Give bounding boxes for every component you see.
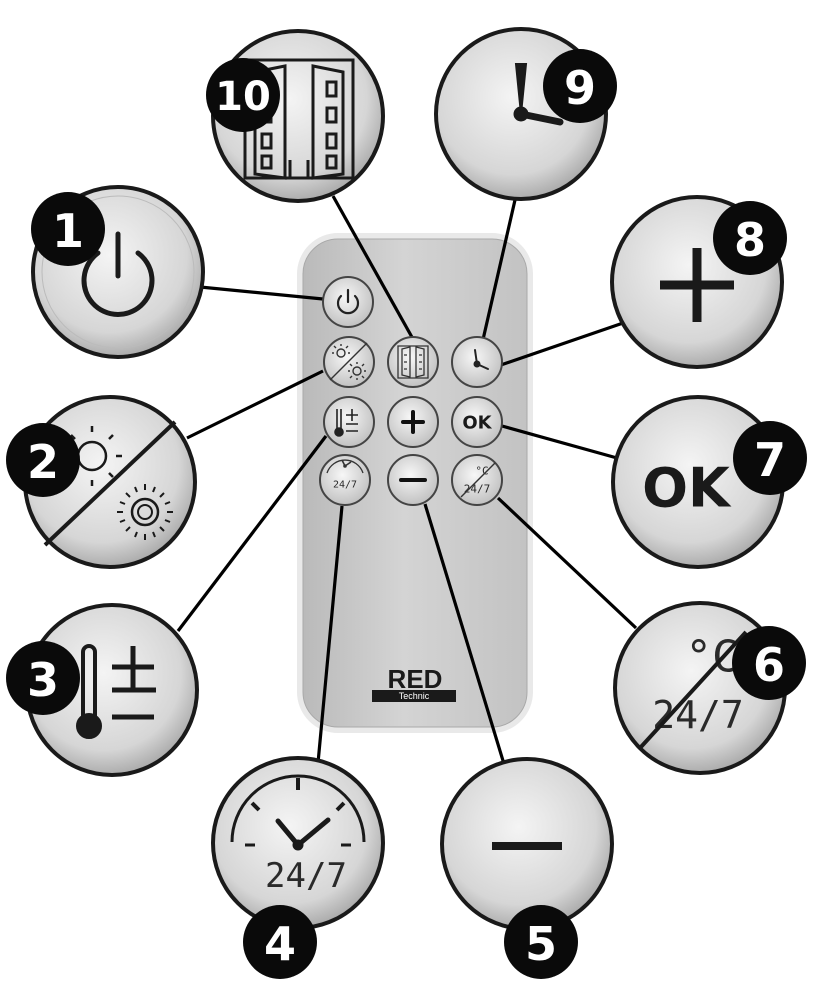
timer-large-label: 24/7	[265, 856, 347, 896]
leader-line-5	[423, 503, 506, 765]
plus-icon	[401, 410, 425, 434]
power-icon	[336, 288, 360, 315]
badge-2: 2	[6, 423, 80, 497]
celsius-large-label: °C	[686, 632, 739, 683]
badge-2-label: 2	[27, 435, 59, 489]
callout-minus	[440, 757, 614, 931]
remote-day-night-button[interactable]	[323, 336, 375, 388]
badge-1: 1	[31, 192, 105, 266]
remote-clock-button[interactable]	[451, 336, 503, 388]
thermometer-large-icon	[76, 644, 156, 739]
ok-large-icon: OK	[642, 457, 732, 520]
number-badges: 1 2 3 4 5 6 7 8	[6, 49, 807, 979]
badge-6: 6	[732, 626, 806, 700]
remote-power-button[interactable]	[322, 276, 374, 328]
badge-7: 7	[733, 421, 807, 495]
timer-large-icon: 24/7	[230, 774, 366, 896]
clock-large-icon	[513, 63, 564, 126]
timer-label: 24/7	[333, 480, 357, 491]
celsius-timer-large-icon: °C 24/7	[638, 630, 748, 750]
badge-10-label: 10	[215, 74, 271, 120]
badge-8-label: 8	[734, 213, 766, 267]
day-night-icon	[329, 342, 368, 381]
remote-ok-button[interactable]: OK	[451, 396, 503, 448]
leader-line-1	[199, 285, 324, 301]
badge-7-label: 7	[754, 433, 786, 487]
badge-4: 4	[243, 905, 317, 979]
callout-timer: 24/7	[211, 756, 385, 930]
plus-large-icon	[660, 248, 734, 322]
badge-5-label: 5	[525, 917, 557, 971]
open-window-icon	[397, 345, 429, 379]
leader-line-3	[176, 435, 328, 632]
day-night-large-icon	[43, 420, 177, 547]
remote-minus-button[interactable]	[387, 454, 439, 506]
brand-logo: RED Technic	[372, 664, 456, 702]
leader-line-8	[491, 320, 627, 370]
leader-line-9	[480, 199, 517, 345]
badge-3: 3	[6, 641, 80, 715]
timer-24-7-icon: 24/7	[326, 459, 364, 491]
ok-icon: OK	[462, 413, 492, 434]
leader-line-2	[186, 369, 324, 440]
badge-9: 9	[543, 49, 617, 123]
brand-sub: Technic	[399, 691, 430, 701]
badge-5: 5	[504, 905, 578, 979]
leader-lines	[176, 195, 638, 765]
badge-4-label: 4	[264, 917, 296, 971]
thermometer-plus-minus-icon	[334, 409, 358, 437]
brand-name: RED	[388, 664, 443, 694]
celsius-timer-label: 24/7	[464, 483, 491, 496]
leader-line-4	[316, 505, 344, 764]
badge-3-label: 3	[27, 653, 59, 707]
power-large-icon	[81, 231, 155, 317]
badge-9-label: 9	[564, 61, 596, 115]
remote-plus-button[interactable]	[387, 396, 439, 448]
remote-temperature-button[interactable]	[323, 396, 375, 448]
badge-1-label: 1	[52, 204, 84, 258]
celsius-timer-large-label: 24/7	[652, 693, 744, 737]
badge-6-label: 6	[753, 638, 785, 692]
badge-10: 10	[206, 58, 280, 132]
badge-8: 8	[713, 201, 787, 275]
leader-line-6	[496, 496, 638, 630]
open-window-large-icon	[243, 58, 355, 180]
callout-temperature	[25, 603, 199, 777]
remote-timer-button[interactable]: 24/7	[319, 454, 371, 506]
remote-open-window-button[interactable]	[387, 336, 439, 388]
leader-line-7	[501, 424, 618, 460]
remote-buttons: OK 24/7 °C 24/7	[319, 276, 503, 506]
leader-line-10	[331, 195, 415, 340]
celsius-24-7-icon: °C 24/7	[460, 462, 496, 498]
celsius-label: °C	[475, 465, 488, 478]
clock-icon	[473, 349, 489, 370]
remote-celsius-timer-button[interactable]: °C 24/7	[451, 454, 503, 506]
